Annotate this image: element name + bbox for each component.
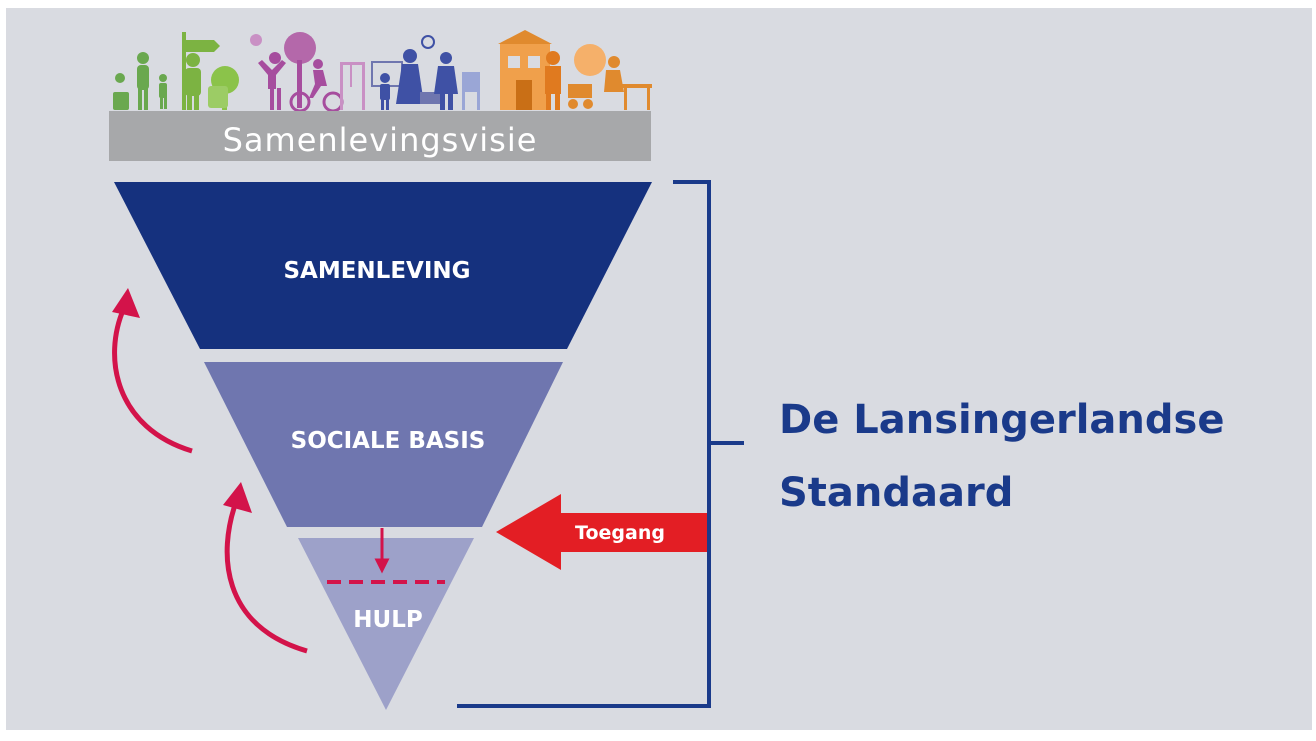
tier-samenleving-label: SAMENLEVING <box>283 258 470 284</box>
tier-hulp <box>298 538 474 710</box>
curved-arrow-upper <box>112 288 193 454</box>
community-illustration <box>113 30 652 113</box>
diagram-svg: Samenlevingsvisie SAMENLEVING SOCIALE BA… <box>109 30 1224 710</box>
diagram-canvas: Samenlevingsvisie SAMENLEVING SOCIALE BA… <box>6 8 1312 730</box>
school-icon <box>371 35 480 110</box>
heading-line-2: Standaard <box>779 470 1013 516</box>
access-arrow-label: Toegang <box>575 522 665 544</box>
tier-sociale-basis <box>204 362 563 527</box>
heading-line-1: De Lansingerlandse <box>779 397 1224 443</box>
playground-icon <box>250 32 365 113</box>
signpost-icon <box>182 32 220 110</box>
banner-label: Samenlevingsvisie <box>223 121 538 159</box>
tier-hulp-label: HULP <box>353 607 422 633</box>
tree-icon <box>208 66 239 110</box>
family-icon <box>113 52 167 110</box>
access-arrow <box>496 494 708 570</box>
tier-samenleving <box>114 182 652 349</box>
curved-arrow-lower <box>223 482 308 654</box>
tier-sociale-basis-label: SOCIALE BASIS <box>291 428 486 454</box>
banner-bar <box>109 111 651 161</box>
neighbourhood-icon <box>498 30 652 110</box>
